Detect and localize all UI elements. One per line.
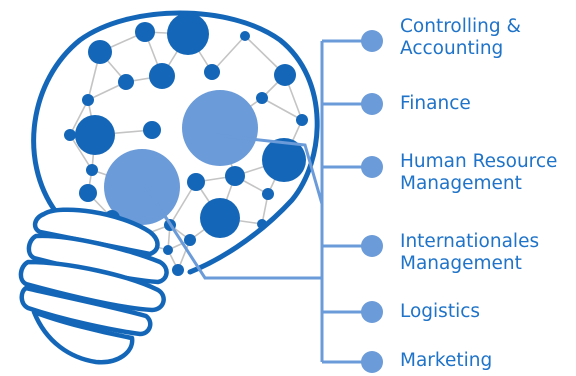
network-link [69, 134, 93, 171]
network-node-light [182, 90, 258, 166]
network-node [118, 74, 134, 90]
network-node [75, 115, 115, 155]
network-link [261, 97, 303, 121]
bulb-base [18, 207, 169, 365]
network-node [172, 264, 184, 276]
network-node [187, 173, 205, 191]
item-bullet-dot-1 [361, 93, 383, 115]
network-node [86, 164, 98, 176]
network-node [240, 31, 250, 41]
bulb-base-ring-2 [26, 233, 169, 285]
item-label-internationales-management: Internationales Management [400, 231, 540, 274]
network-node [149, 63, 175, 89]
item-bullet-dot-3 [361, 235, 383, 257]
network-node [256, 92, 268, 104]
network-node [184, 234, 196, 246]
item-label-marketing: Marketing [400, 350, 493, 371]
network-link [211, 35, 246, 73]
network-node [82, 94, 94, 106]
item-label-controlling-accounting: Controlling & Accounting [400, 16, 521, 59]
item-label-logistics: Logistics [400, 301, 481, 322]
network-node [79, 184, 97, 202]
network-node [88, 40, 112, 64]
network-link [69, 99, 89, 136]
bulb-glass-outline [31, 10, 320, 275]
network-node-light [104, 149, 180, 225]
item-bullet-dot-4 [361, 301, 383, 323]
network-node [204, 64, 220, 80]
item-label-human-resource-management: Human Resource Management [400, 151, 558, 194]
item-label-finance: Finance [400, 93, 471, 114]
network-node [64, 129, 76, 141]
item-bullet-dot-5 [361, 351, 383, 373]
bulb-tip [31, 309, 135, 365]
item-bullet-dot-2 [361, 156, 383, 178]
network-node [143, 121, 161, 139]
connector-tree [143, 39, 372, 364]
item-bullet-dot-0 [361, 30, 383, 52]
network-node [257, 219, 267, 229]
bulb-base-ring-1 [32, 207, 160, 257]
network-node [262, 138, 306, 182]
network-node [262, 188, 274, 200]
network-node [274, 64, 296, 86]
network-node [167, 13, 209, 55]
network-node [135, 22, 155, 42]
network-node [200, 198, 240, 238]
bulb-base-ring-3 [18, 259, 166, 313]
bulb-base-ring-4 [19, 285, 153, 337]
network-node [296, 114, 308, 126]
network-node [163, 245, 173, 255]
network-node [225, 166, 245, 186]
